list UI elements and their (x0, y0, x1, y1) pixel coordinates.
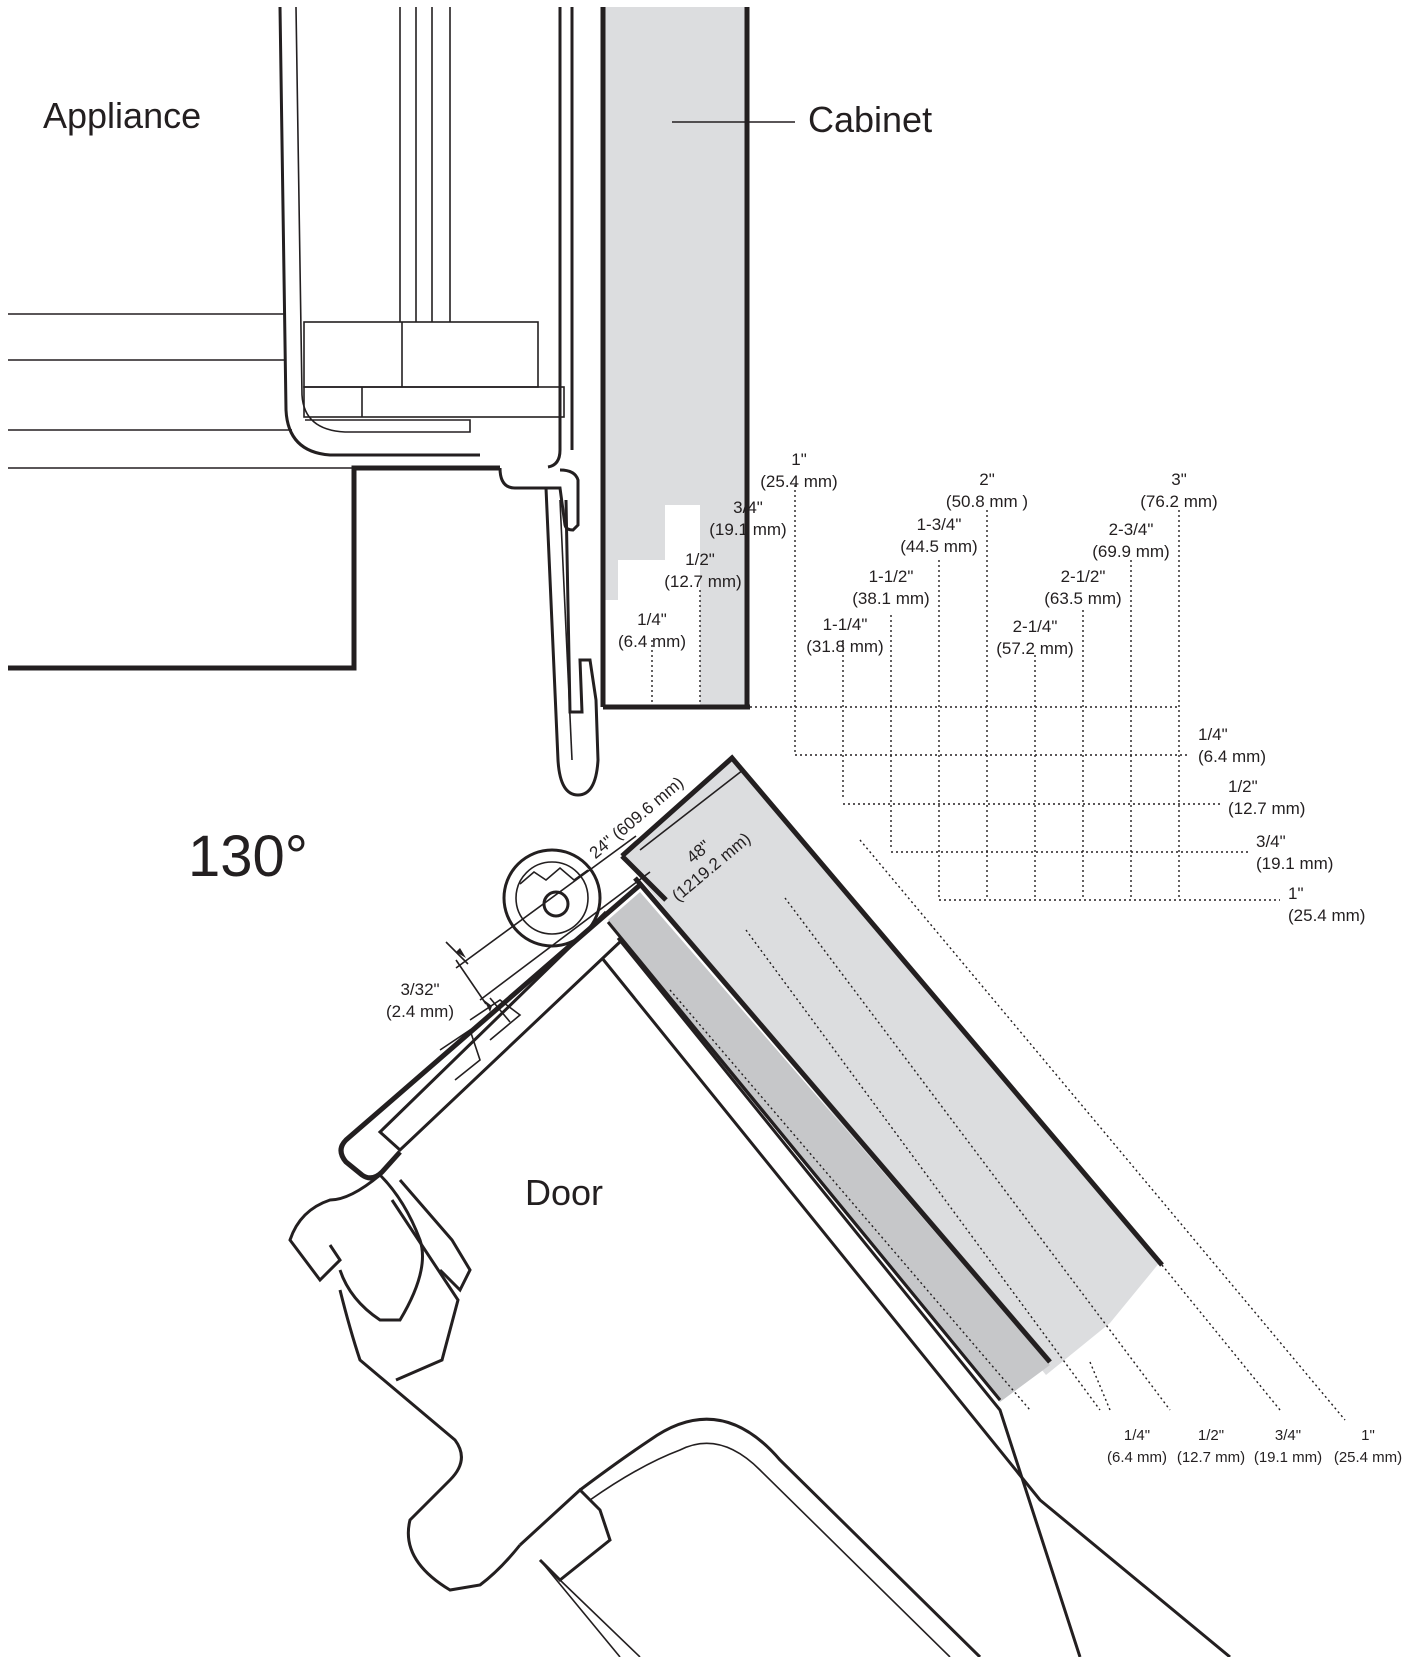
top-offset-1-mm: (6.4 mm) (618, 632, 686, 651)
grid-row-labels: 1/4" (6.4 mm) 1/2" (12.7 mm) 3/4" (19.1 … (1198, 725, 1365, 925)
grid-row-3-mm: (19.1 mm) (1256, 854, 1333, 873)
top-offset-3-inch: 3/4" (733, 498, 763, 517)
top-offset-1-inch: 1/4" (637, 610, 667, 629)
grid-col-4-mm: (50.8 mm ) (946, 492, 1028, 511)
grid-row-3-inch: 3/4" (1256, 832, 1286, 851)
bottom-offset-2-mm: (12.7 mm) (1177, 1449, 1245, 1466)
top-offset-4-mm: (25.4 mm) (760, 472, 837, 491)
bottom-offset-3-inch: 3/4" (1275, 1427, 1301, 1444)
top-offset-4-inch: 1" (791, 450, 807, 469)
bottom-offset-1-mm: (6.4 mm) (1107, 1449, 1167, 1466)
grid-col-5-inch: 2-1/4" (1013, 617, 1058, 636)
cabinet-label: Cabinet (808, 99, 932, 140)
grid-row-2-inch: 1/2" (1228, 777, 1258, 796)
bottom-offset-2-inch: 1/2" (1198, 1427, 1224, 1444)
door-angle-label: 130° (188, 824, 308, 889)
grid-col-7-inch: 2-3/4" (1109, 520, 1154, 539)
grid-row-1-inch: 1/4" (1198, 725, 1228, 744)
grid-row-2-mm: (12.7 mm) (1228, 799, 1305, 818)
grid-col-4-inch: 2" (979, 470, 995, 489)
bottom-offset-4-mm: (25.4 mm) (1334, 1449, 1402, 1466)
door-label: Door (525, 1172, 603, 1213)
bottom-offset-3-mm: (19.1 mm) (1254, 1449, 1322, 1466)
grid-col-2-inch: 1-1/2" (869, 567, 914, 586)
grid-col-3-mm: (44.5 mm) (900, 537, 977, 556)
cabinet-panel (600, 7, 795, 710)
grid-col-6-mm: (63.5 mm) (1044, 589, 1121, 608)
appliance-body (8, 6, 600, 797)
gap-inch-label: 3/32" (400, 980, 439, 999)
top-offset-labels: 1/4" (6.4 mm) 1/2" (12.7 mm) 3/4" (19.1 … (618, 450, 838, 651)
grid-col-2-mm: (38.1 mm) (852, 589, 929, 608)
bottom-offset-1-inch: 1/4" (1124, 1427, 1150, 1444)
gap-dimension (445, 941, 511, 1023)
grid-col-5-mm: (57.2 mm) (996, 639, 1073, 658)
grid-col-8-inch: 3" (1171, 470, 1187, 489)
grid-col-1-inch: 1-1/4" (823, 615, 868, 634)
grid-row-1-mm: (6.4 mm) (1198, 747, 1266, 766)
bottom-offset-labels: 1/4" (6.4 mm) 1/2" (12.7 mm) 3/4" (19.1 … (1107, 1427, 1402, 1466)
offset-grid (651, 485, 1280, 901)
appliance-label: Appliance (43, 95, 201, 136)
top-offset-2-mm: (12.7 mm) (664, 572, 741, 591)
top-offset-3-mm: (19.1 mm) (709, 520, 786, 539)
door-assembly (288, 754, 1346, 1657)
grid-column-labels: 1-1/4" (31.8 mm) 1-1/2" (38.1 mm) 1-3/4"… (806, 470, 1217, 658)
grid-col-8-mm: (76.2 mm) (1140, 492, 1217, 511)
grid-row-4-inch: 1" (1288, 884, 1304, 903)
bottom-offset-4-inch: 1" (1361, 1427, 1375, 1444)
grid-col-6-inch: 2-1/2" (1061, 567, 1106, 586)
door-width-dimension (455, 835, 651, 1005)
top-offset-2-inch: 1/2" (685, 550, 715, 569)
grid-row-4-mm: (25.4 mm) (1288, 906, 1365, 925)
grid-col-3-inch: 1-3/4" (917, 515, 962, 534)
grid-col-7-mm: (69.9 mm) (1092, 542, 1169, 561)
grid-col-1-mm: (31.8 mm) (806, 637, 883, 656)
gap-mm-label: (2.4 mm) (386, 1002, 454, 1021)
